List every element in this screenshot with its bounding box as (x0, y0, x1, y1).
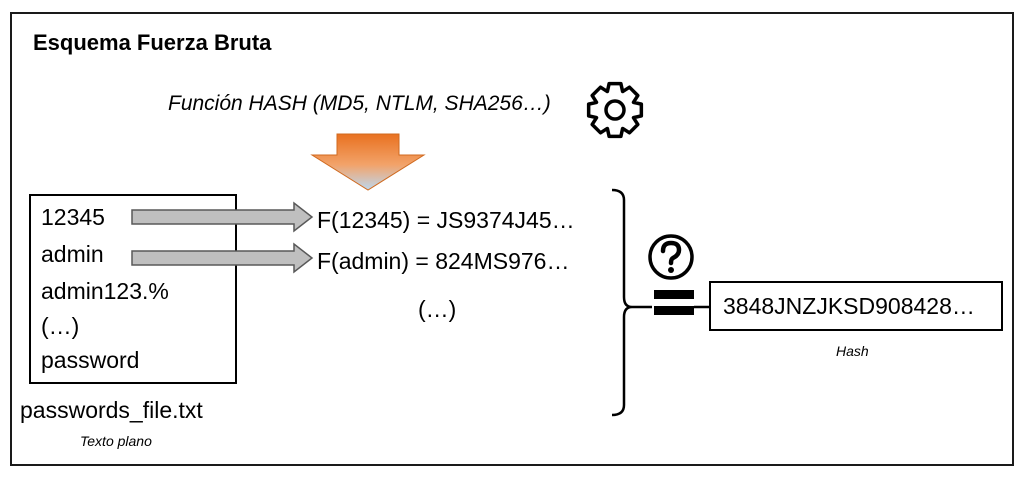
hash-result: F(admin) = 824MS976… (317, 248, 570, 274)
hash-result-more: (…) (418, 296, 457, 322)
password-item: admin123.% (41, 278, 169, 304)
down-arrow-icon (310, 133, 426, 191)
hash-caption: Hash (836, 343, 869, 359)
password-item: 12345 (41, 204, 105, 230)
file-name-label: passwords_file.txt (20, 397, 203, 423)
question-circle-icon (648, 234, 694, 280)
password-item: password (41, 347, 140, 373)
target-hash-box: 3848JNZJKSD908428… (709, 281, 1003, 331)
diagram-title: Esquema Fuerza Bruta (33, 30, 272, 55)
diagram-frame (10, 12, 1014, 466)
password-item: admin (41, 241, 104, 267)
passwords-file-box (29, 194, 237, 384)
hash-function-label: Función HASH (MD5, NTLM, SHA256…) (168, 92, 551, 115)
password-item: (…) (41, 313, 80, 339)
gear-icon (586, 81, 644, 139)
hash-result: F(12345) = JS9374J45… (317, 207, 575, 233)
plain-text-caption: Texto plano (80, 433, 152, 449)
